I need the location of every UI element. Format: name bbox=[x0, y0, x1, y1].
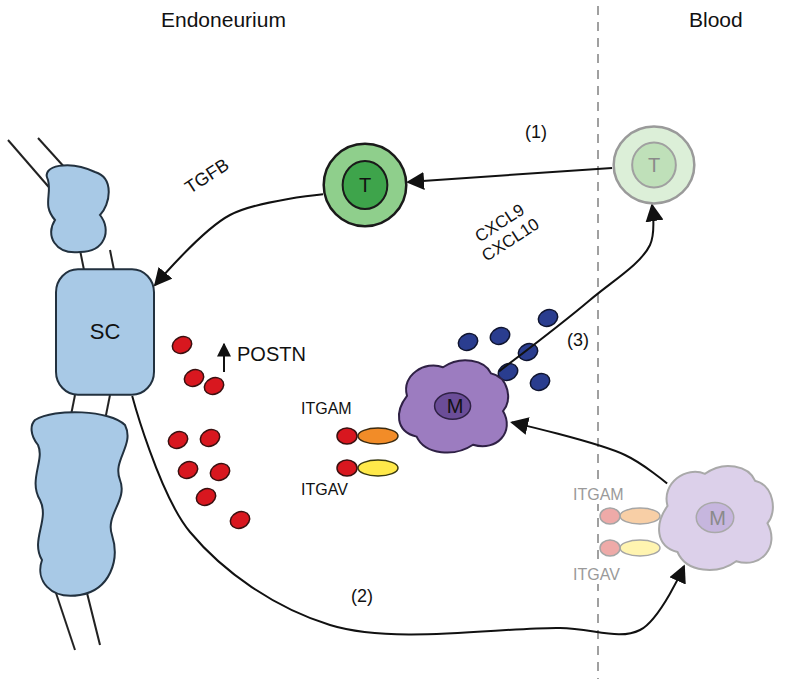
edge-label: (3) bbox=[564, 330, 592, 351]
integrin-name: ITGAV bbox=[298, 481, 351, 499]
integrin-name: ITGAM bbox=[570, 486, 627, 504]
macrophage-blood: M bbox=[655, 460, 780, 575]
node-label: M bbox=[709, 507, 726, 529]
region-title: Blood bbox=[686, 8, 746, 32]
node-label: T bbox=[359, 174, 371, 196]
connector-arrow bbox=[155, 194, 323, 285]
protein-name: POSTN bbox=[234, 343, 309, 366]
region-title: Endoneurium bbox=[158, 8, 289, 32]
schwann-lobe-bottom bbox=[32, 412, 128, 596]
node-label: SC bbox=[90, 320, 121, 344]
t-cell-blood: T bbox=[612, 125, 696, 205]
integrin-receptors bbox=[337, 428, 660, 556]
connector-arrow bbox=[512, 422, 667, 483]
edge-label: (1) bbox=[522, 122, 550, 143]
t-cell: T bbox=[322, 142, 408, 228]
schwann-cell: SC bbox=[55, 268, 155, 396]
integrin-name: ITGAV bbox=[570, 566, 623, 584]
edge-label: TGFB bbox=[179, 153, 236, 200]
connector-arrow bbox=[408, 168, 612, 182]
edge-label: (2) bbox=[348, 586, 376, 607]
chemokine-name: CXCL9 CXCL10 bbox=[465, 196, 545, 267]
schwann-lobe-top bbox=[47, 165, 109, 252]
node-label: T bbox=[648, 154, 660, 176]
integrin-name: ITGAM bbox=[298, 400, 355, 418]
macrophage: M bbox=[395, 355, 515, 457]
increase-arrow bbox=[223, 344, 225, 372]
node-label: M bbox=[447, 395, 464, 417]
